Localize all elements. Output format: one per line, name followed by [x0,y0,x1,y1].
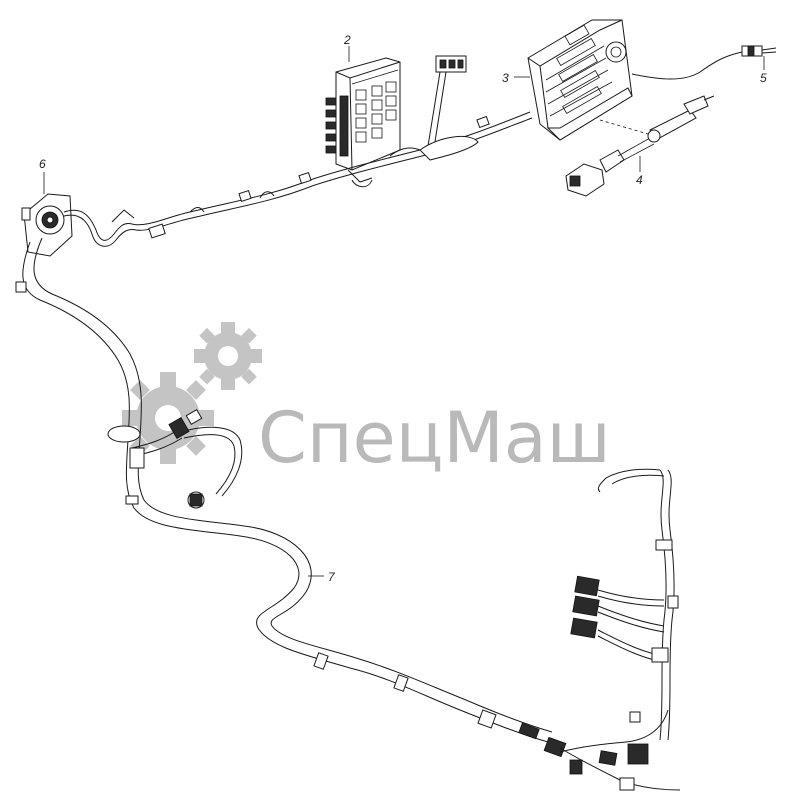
svg-text:2: 2 [343,33,351,47]
watermark-text: СпецМаш [258,397,611,479]
main-harness-7 [15,237,681,791]
callout-7: 7 [308,570,336,584]
svg-text:3: 3 [502,71,509,85]
connector-block [427,55,467,149]
watermark: СпецМаш [122,322,611,479]
watermark-gear-small-icon [194,322,262,390]
callout-4: 4 [636,156,643,187]
callout-5: 5 [760,56,767,85]
relay-block-2 [325,57,401,183]
upper-harness [63,111,533,247]
svg-text:7: 7 [328,570,336,584]
svg-text:6: 6 [39,157,46,171]
socket-6 [21,193,73,257]
connector-4 [565,95,715,197]
control-unit-3 [527,19,633,141]
callout-6: 6 [39,157,46,194]
sensor-5 [631,45,777,80]
callout-3: 3 [502,71,530,85]
svg-text:4: 4 [636,173,643,187]
callout-2: 2 [343,33,351,62]
svg-text:5: 5 [760,71,767,85]
